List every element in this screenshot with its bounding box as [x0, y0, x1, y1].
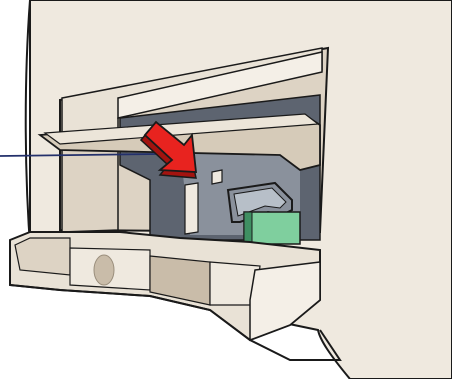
bracket-post	[185, 183, 198, 234]
tray-dimple	[94, 255, 114, 285]
green-board-right-edge	[244, 212, 252, 244]
bracket-tab	[212, 170, 222, 184]
tray-slot-1	[15, 238, 70, 275]
